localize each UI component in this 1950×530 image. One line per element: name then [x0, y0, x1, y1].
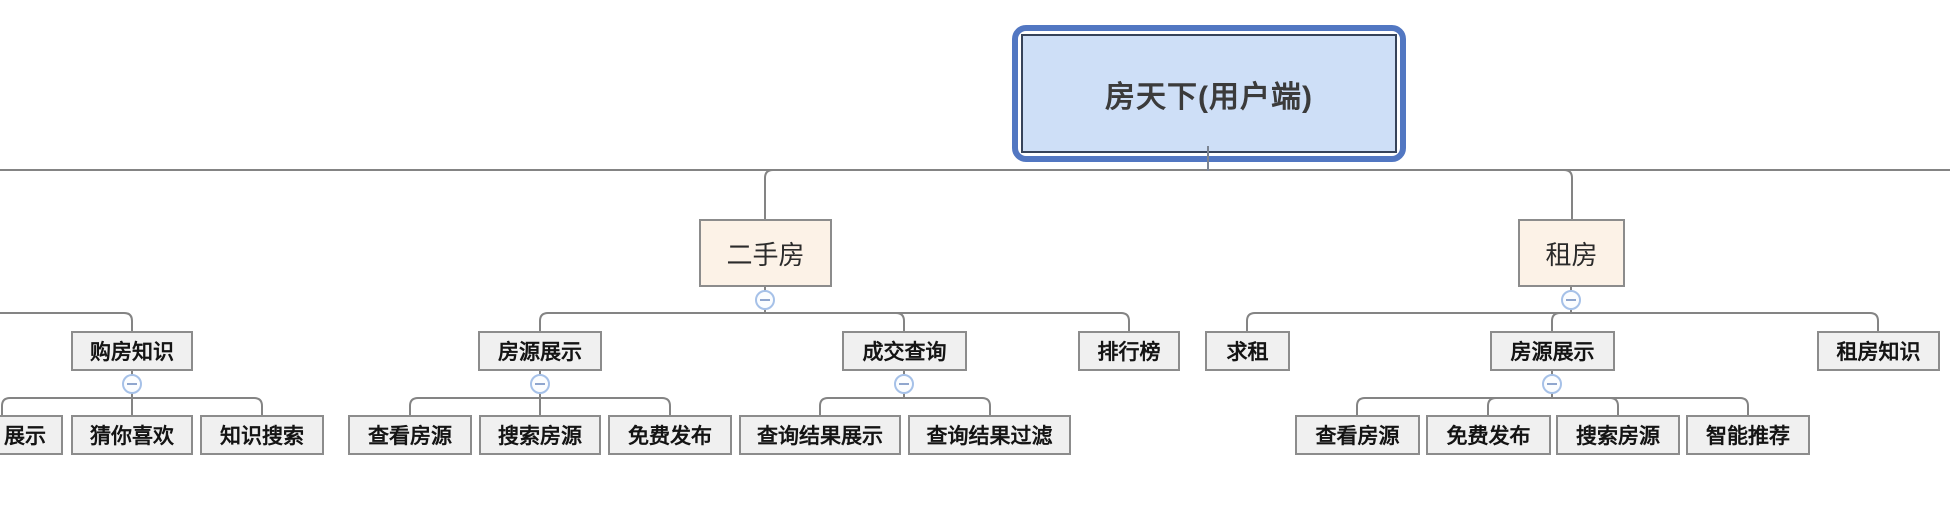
node-smart-recommend-label: 智能推荐 [1706, 425, 1790, 448]
node-view-listings-secondhand-label: 查看房源 [368, 425, 452, 448]
node-free-publish-secondhand[interactable]: 免费发布 [608, 415, 732, 455]
node-rent-seeking[interactable]: 求租 [1205, 331, 1290, 371]
node-view-listings-secondhand[interactable]: 查看房源 [348, 415, 472, 455]
node-search-listings-secondhand-label: 搜索房源 [498, 425, 582, 448]
branch-node-secondhand-label: 二手房 [726, 239, 805, 270]
node-purchase-knowledge[interactable]: 购房知识 [71, 331, 193, 371]
minus-glyph [535, 383, 545, 385]
collapse-icon[interactable] [755, 290, 775, 310]
node-query-result-display-label: 查询结果展示 [757, 425, 883, 448]
branch-node-secondhand[interactable]: 二手房 [699, 219, 832, 287]
root-node-label: 房天下(用户端) [1105, 80, 1313, 114]
node-ranking-label: 排行榜 [1097, 341, 1161, 364]
minus-glyph [899, 383, 909, 385]
node-display-partial[interactable]: 展示 [0, 415, 63, 455]
node-query-result-filter-label: 查询结果过滤 [926, 425, 1053, 448]
node-listing-display-secondhand-label: 房源展示 [498, 341, 582, 364]
minus-glyph [1547, 383, 1557, 385]
node-view-listings-rent[interactable]: 查看房源 [1295, 415, 1420, 455]
branch-node-rent[interactable]: 租房 [1518, 219, 1625, 287]
node-view-listings-rent-label: 查看房源 [1315, 425, 1400, 448]
node-rent-knowledge-label: 租房知识 [1836, 341, 1921, 364]
collapse-icon[interactable] [122, 374, 142, 394]
root-node[interactable]: 房天下(用户端) [1012, 25, 1406, 162]
minus-glyph [1566, 299, 1576, 301]
node-listing-display-rent[interactable]: 房源展示 [1490, 331, 1615, 371]
collapse-icon[interactable] [1542, 374, 1562, 394]
node-guess-you-like[interactable]: 猜你喜欢 [71, 415, 193, 455]
node-purchase-knowledge-label: 购房知识 [90, 341, 174, 364]
node-rent-knowledge[interactable]: 租房知识 [1817, 331, 1940, 371]
node-ranking[interactable]: 排行榜 [1078, 331, 1180, 371]
minus-glyph [760, 299, 770, 301]
node-search-listings-rent[interactable]: 搜索房源 [1556, 415, 1680, 455]
node-search-listings-secondhand[interactable]: 搜索房源 [479, 415, 601, 455]
node-smart-recommend[interactable]: 智能推荐 [1686, 415, 1810, 455]
node-display-partial-label: 展示 [4, 425, 46, 448]
branch-node-rent-label: 租房 [1545, 239, 1598, 270]
collapse-icon[interactable] [1561, 290, 1581, 310]
node-free-publish-secondhand-label: 免费发布 [628, 425, 712, 448]
collapse-icon[interactable] [530, 374, 550, 394]
collapse-icon[interactable] [894, 374, 914, 394]
node-query-result-display[interactable]: 查询结果展示 [739, 415, 901, 455]
node-rent-seeking-label: 求租 [1226, 341, 1269, 364]
root-node-box: 房天下(用户端) [1021, 34, 1397, 153]
node-free-publish-rent[interactable]: 免费发布 [1426, 415, 1551, 455]
node-knowledge-search[interactable]: 知识搜索 [200, 415, 324, 455]
minus-glyph [127, 383, 137, 385]
node-query-result-filter[interactable]: 查询结果过滤 [908, 415, 1071, 455]
node-transaction-query[interactable]: 成交查询 [842, 331, 967, 371]
root-connector-stub [1207, 146, 1209, 171]
node-listing-display-secondhand[interactable]: 房源展示 [478, 331, 602, 371]
node-free-publish-rent-label: 免费发布 [1446, 425, 1531, 448]
node-transaction-query-label: 成交查询 [862, 341, 947, 364]
node-knowledge-search-label: 知识搜索 [220, 425, 304, 448]
node-listing-display-rent-label: 房源展示 [1510, 341, 1595, 364]
node-search-listings-rent-label: 搜索房源 [1576, 425, 1660, 448]
node-guess-you-like-label: 猜你喜欢 [90, 425, 174, 448]
